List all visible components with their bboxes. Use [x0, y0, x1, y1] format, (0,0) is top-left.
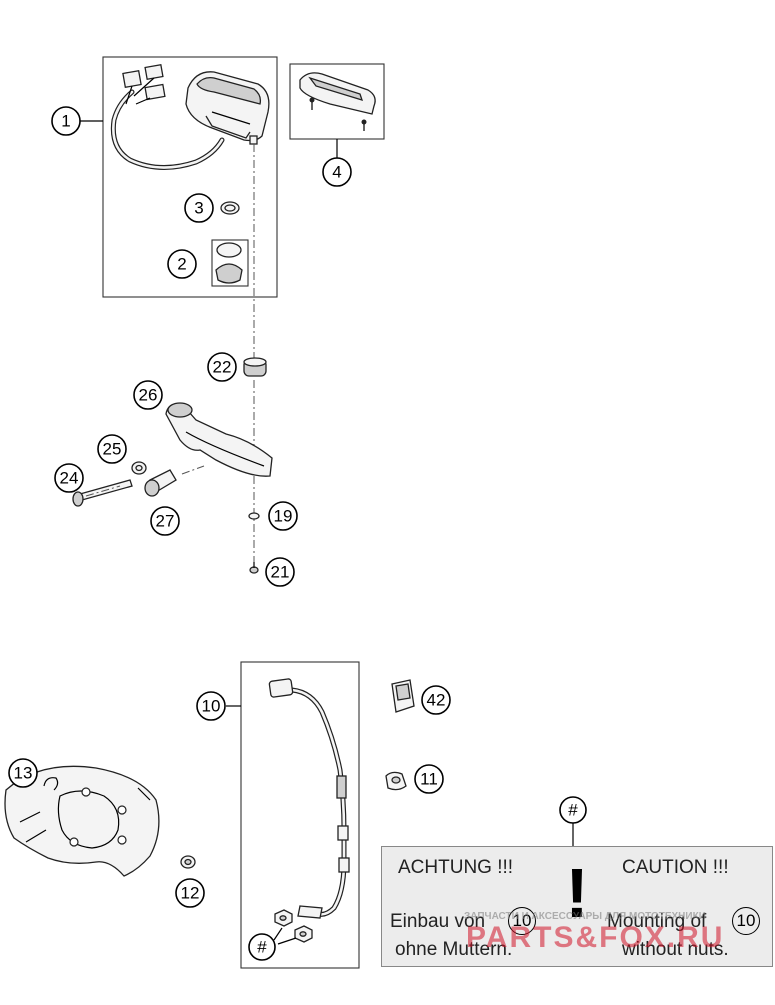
speedometer-assembly-box [102, 56, 278, 298]
svg-text:25: 25 [103, 440, 122, 459]
svg-text:#: # [257, 938, 267, 957]
nut-1 [274, 909, 293, 927]
svg-text:13: 13 [14, 764, 33, 783]
svg-text:4: 4 [332, 163, 341, 182]
achtung-heading: ACHTUNG !!! [398, 857, 514, 878]
callout-hash-bottom: # [248, 933, 276, 961]
german-instruction-line1: Einbau von [390, 911, 486, 932]
svg-text:27: 27 [156, 512, 175, 531]
svg-text:24: 24 [60, 469, 79, 488]
svg-text:19: 19 [274, 507, 293, 526]
screw-small [249, 562, 259, 574]
svg-text:#: # [568, 801, 578, 820]
cable-cover [391, 679, 415, 713]
spacer-small [180, 855, 196, 869]
nut-2 [294, 925, 313, 943]
callout-24: 24 [54, 463, 84, 493]
retaining-ring [43, 777, 59, 791]
svg-text:10: 10 [202, 697, 221, 716]
callout-12: 12 [175, 878, 205, 908]
washer [248, 512, 260, 520]
svg-text:1: 1 [61, 112, 70, 131]
english-instruction-line2: without nuts. [622, 939, 729, 960]
german-ref-callout: 10 [508, 907, 536, 935]
caution-heading: CAUTION !!! [622, 857, 729, 878]
rubber-grommet [243, 357, 267, 377]
svg-text:42: 42 [427, 691, 446, 710]
callout-21: 21 [265, 557, 295, 587]
watermark-logo: PARTS&FOX.RU [466, 921, 725, 954]
callout-25: 25 [97, 434, 127, 464]
callout-13: 13 [8, 758, 38, 788]
caution-panel: ACHTUNG !!! CAUTION !!! ! Einbau von 10 … [381, 846, 773, 967]
seal-ring [220, 201, 240, 215]
spacer-sleeve [144, 469, 177, 497]
callout-42: 42 [421, 685, 451, 715]
svg-text:2: 2 [177, 255, 186, 274]
german-instruction-line2: ohne Muttern. [395, 939, 513, 960]
bushing [131, 461, 147, 475]
speed-sensor-box [240, 661, 360, 969]
speedometer-holder [165, 402, 273, 477]
sensor-disc [4, 765, 160, 877]
svg-text:12: 12 [181, 884, 200, 903]
english-instruction-line1: Mounting of [607, 911, 707, 932]
callout-2: 2 [167, 249, 197, 279]
watermark-tagline: ЗАПЧАСТИ И АКСЕССУАРЫ ДЛЯ МОТОТЕХНИКИ [464, 911, 706, 922]
callout-27: 27 [150, 506, 180, 536]
english-ref-callout: 10 [732, 907, 760, 935]
display-unit [299, 72, 376, 131]
callout-22: 22 [207, 352, 237, 382]
callout-19: 19 [268, 501, 298, 531]
callout-4: 4 [322, 157, 352, 187]
speed-sensor-cable [268, 678, 350, 919]
battery-cover [211, 239, 249, 287]
warning-exclamation-icon: ! [565, 854, 589, 932]
speedometer-unit [185, 71, 270, 145]
svg-text:22: 22 [213, 358, 232, 377]
svg-text:21: 21 [271, 563, 290, 582]
speedometer-cable-harness [110, 63, 225, 171]
callout-26: 26 [133, 380, 163, 410]
svg-text:11: 11 [420, 770, 438, 789]
callout-1: 1 [51, 106, 81, 136]
svg-text:3: 3 [194, 199, 203, 218]
callout-10: 10 [196, 691, 226, 721]
svg-text:26: 26 [139, 386, 158, 405]
callout-hash-panel: # [559, 796, 587, 824]
callout-11: 11 [414, 764, 444, 794]
cable-clip [385, 771, 407, 791]
callout-3: 3 [184, 193, 214, 223]
